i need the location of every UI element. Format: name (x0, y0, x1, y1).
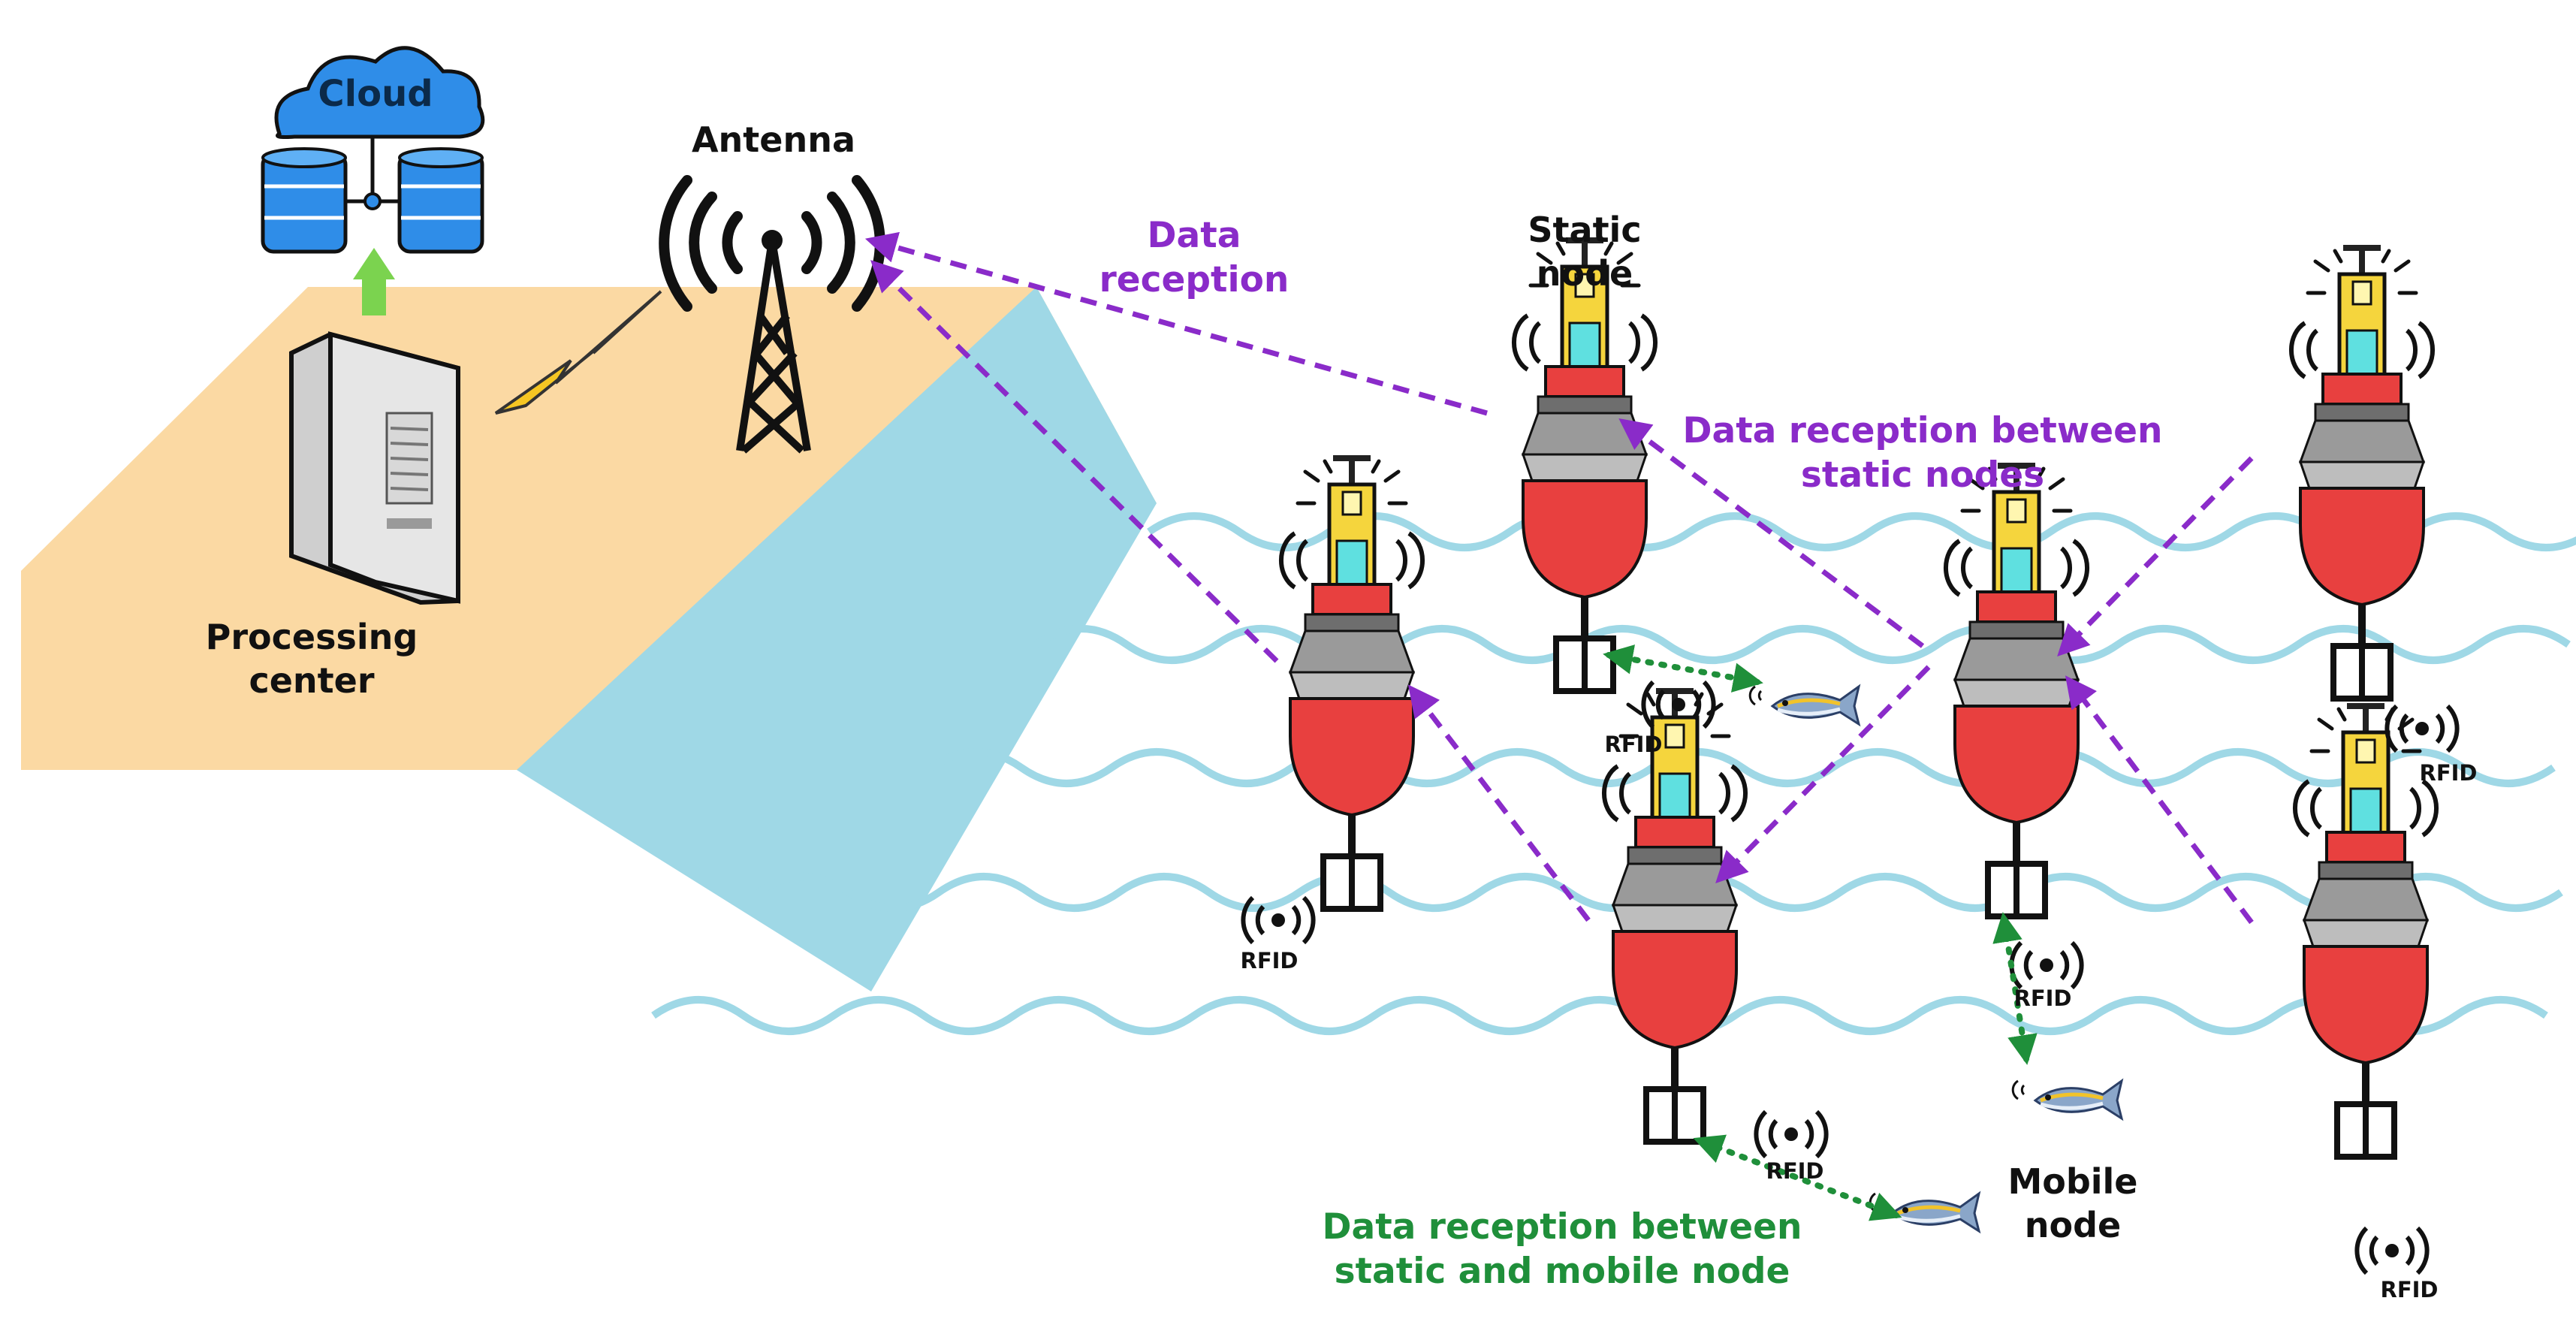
rfid-label-4: RFID (2013, 985, 2072, 1011)
link-static6-static4 (2065, 675, 2254, 925)
between-static-mobile-label: Data reception between static and mobile… (1322, 1206, 1802, 1292)
between-static-nodes-label: Data reception between static nodes (1682, 410, 2163, 496)
server-icon (289, 331, 460, 605)
cloud-label: Cloud (318, 73, 433, 115)
static-node-label: Static node (1528, 210, 1642, 294)
fish-icon-3 (1870, 1194, 1979, 1231)
rfid-signal-icon-5 (1756, 1112, 1826, 1157)
link-fish1-static1 (1603, 644, 1763, 693)
link-static5-static3 (1407, 684, 1591, 922)
database-icon (261, 147, 348, 254)
buoy-icon-static-1 (1514, 240, 1655, 691)
mobile-node-label: Mobile node (2007, 1161, 2138, 1245)
cloud-icon (274, 46, 485, 139)
rfid-label-5: RFID (1766, 1158, 1824, 1184)
rfid-label-6: RFID (2380, 1277, 2439, 1302)
rfid-label-1: RFID (1604, 732, 1663, 757)
buoy-icon-static-2 (2291, 248, 2433, 699)
fish-icon-2 (2013, 1081, 2122, 1118)
link-static3-antenna (870, 260, 1279, 663)
buoy-icon-static-3 (1281, 458, 1422, 909)
rfid-signal-icon-4 (2011, 943, 2081, 988)
link-static4-static5 (1715, 665, 1931, 883)
database-icon-2 (397, 147, 484, 254)
rfid-signal-icon-6 (2357, 1228, 2427, 1273)
fish-icon-1 (1750, 687, 1859, 724)
processing-center-label: Processing center (205, 617, 418, 701)
coast-water-slope (517, 287, 1157, 992)
lightning-icon (494, 290, 662, 415)
data-reception-label: Data reception (1099, 215, 1290, 300)
rfid-label-3: RFID (1240, 948, 1299, 973)
rfid-signal-icon-2 (2387, 706, 2457, 751)
static-node-links (864, 231, 2254, 925)
antenna-label: Antenna (691, 119, 856, 160)
link-static4-static1 (1618, 418, 1925, 648)
mobile-node-links (1603, 644, 2038, 1221)
link-fish2-static4 (1992, 912, 2038, 1065)
rfid-label-2: RFID (2419, 760, 2478, 786)
link-static2-static4 (2057, 456, 2254, 656)
upload-arrow-icon (353, 248, 395, 315)
link-fish3-static5 (1693, 1134, 1902, 1221)
